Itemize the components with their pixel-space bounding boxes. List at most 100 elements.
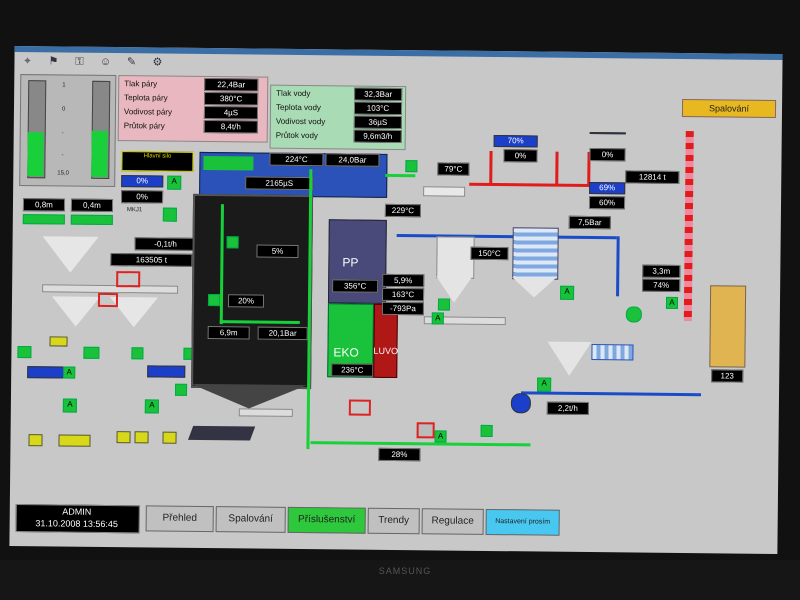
fan-percent: 74% — [642, 278, 681, 292]
mode-badge[interactable]: Spalování — [681, 98, 777, 118]
boiler-mix-valve[interactable] — [207, 294, 221, 307]
tab-trends[interactable]: Trendy — [367, 507, 420, 535]
level-fill-right — [91, 130, 108, 177]
filter-a[interactable]: A — [560, 285, 575, 300]
flue-o2: 5,9% — [382, 273, 425, 288]
return-percent: 28% — [378, 447, 421, 462]
motor-status[interactable] — [131, 347, 144, 360]
mouse-icon[interactable]: ⌖ — [24, 55, 31, 68]
fan-motor[interactable] — [625, 306, 642, 323]
wrench-icon[interactable]: ✎ — [126, 56, 137, 69]
conveyor-motor-red[interactable] — [116, 271, 141, 288]
motor-status[interactable] — [17, 346, 32, 359]
steam-value: 22,4Bar — [204, 77, 259, 92]
alarm-indicator[interactable] — [134, 431, 149, 444]
conveyor-motor[interactable] — [437, 298, 451, 311]
water-label: Průtok vody — [275, 130, 319, 141]
silo-readout-2: 0,4m — [70, 198, 114, 213]
silo-readout-1: 0,8m — [22, 198, 66, 212]
conveyor-a[interactable]: A — [431, 312, 444, 325]
boiler-valve[interactable] — [226, 236, 239, 249]
hopper-1 — [42, 236, 99, 273]
silo-status-1 — [22, 214, 65, 225]
feed-motor[interactable] — [162, 207, 177, 222]
steam-pipe — [489, 150, 493, 186]
dosing-value — [27, 366, 66, 379]
level-fill-left — [27, 132, 44, 177]
flue-duct — [396, 234, 617, 240]
feed-percent: 0% — [121, 175, 164, 188]
pp-temperature: 356°C — [332, 279, 379, 293]
steam-label: Tlak páry — [124, 79, 158, 89]
hopper-a[interactable]: A — [537, 377, 552, 392]
steam-label: Průtok páry — [123, 121, 165, 131]
pump-a[interactable]: A — [62, 398, 77, 413]
return-valve[interactable]: A — [434, 430, 447, 443]
tank-level: 3,3m — [642, 264, 681, 278]
pump-red[interactable] — [416, 422, 435, 439]
tab-regulation[interactable]: Regulace — [421, 508, 484, 535]
valve-percent-6: 60% — [588, 196, 626, 210]
flue-duct — [521, 391, 702, 397]
flue-temperature: 163°C — [381, 287, 425, 302]
motor-warning[interactable] — [49, 336, 68, 347]
ash-conveyor — [187, 425, 256, 441]
settings-icon[interactable]: ⚙ — [152, 56, 163, 69]
pump-status[interactable] — [174, 383, 188, 396]
cyclone — [436, 236, 475, 279]
boiler-level: 6,9m — [207, 326, 250, 340]
flue-duct — [616, 236, 620, 297]
tab-overview[interactable]: Přehled — [145, 505, 214, 533]
eko-label: EKO — [333, 345, 359, 360]
valve-percent-4: 0% — [589, 148, 626, 162]
lock-icon[interactable]: ⚿ — [75, 55, 84, 68]
drum-conductivity: 2165µS — [245, 176, 314, 191]
gauge-tick: 15,0 — [57, 170, 70, 177]
flag-icon[interactable]: ⚑ — [48, 55, 59, 68]
tab-accessories[interactable]: Příslušenství — [287, 506, 366, 534]
feed-percent-2: 0% — [120, 190, 164, 204]
steam-pipe — [469, 182, 590, 188]
alarm-indicator[interactable] — [58, 434, 91, 447]
deaerator — [423, 186, 466, 197]
valve-percent-2: 0% — [503, 149, 538, 163]
motor-status[interactable] — [83, 346, 100, 359]
gauge-tick: - — [61, 130, 64, 137]
water-value: 36µS — [353, 115, 402, 130]
user-icon[interactable]: ☺ — [99, 55, 112, 69]
eko-temperature: 236°C — [331, 363, 374, 377]
alarm-indicator[interactable] — [28, 434, 43, 447]
feed-valve[interactable] — [405, 160, 418, 173]
slag-conveyor — [238, 408, 293, 417]
dosing-a[interactable]: A — [63, 366, 76, 379]
hopper-motor-red[interactable] — [97, 292, 119, 308]
alarm-indicator[interactable] — [116, 431, 131, 444]
return-pipe — [310, 441, 531, 447]
tab-settings[interactable]: Nastavení prosím — [485, 508, 560, 536]
tab-combustion[interactable]: Spalování — [215, 506, 286, 533]
grate-motor-red[interactable] — [348, 399, 371, 416]
valve-percent-1: 70% — [493, 135, 538, 148]
boiler-pressure-bottom: 20,1Bar — [257, 326, 308, 341]
steam-label: Vodivost páry — [123, 107, 173, 117]
water-value: 103°C — [353, 101, 403, 116]
gauge-tick: - — [61, 152, 64, 159]
boiler-mix-percent: 20% — [227, 294, 265, 308]
water-label: Tlak vody — [276, 88, 311, 99]
pp-label: PP — [342, 255, 359, 270]
dust-flow: 2,2t/h — [546, 401, 589, 416]
bag-filter — [512, 227, 559, 280]
return-valve[interactable] — [480, 424, 493, 438]
feed-label[interactable]: Hlavní silo — [121, 151, 194, 172]
fan-a[interactable]: A — [665, 296, 679, 309]
flue-pressure: -793Pa — [381, 301, 424, 316]
feed-auto-a[interactable]: A — [167, 175, 182, 190]
dust-fan[interactable] — [510, 393, 532, 414]
steam-temp-out: 229°C — [384, 203, 422, 218]
alarm-indicator[interactable] — [162, 431, 177, 444]
steam-value: 4µS — [203, 105, 259, 120]
ash-silo-level: 123 — [711, 369, 744, 383]
steam-label: Teplota páry — [124, 93, 168, 103]
pump-a[interactable]: A — [144, 399, 159, 414]
water-value: 32,3Bar — [354, 87, 403, 102]
